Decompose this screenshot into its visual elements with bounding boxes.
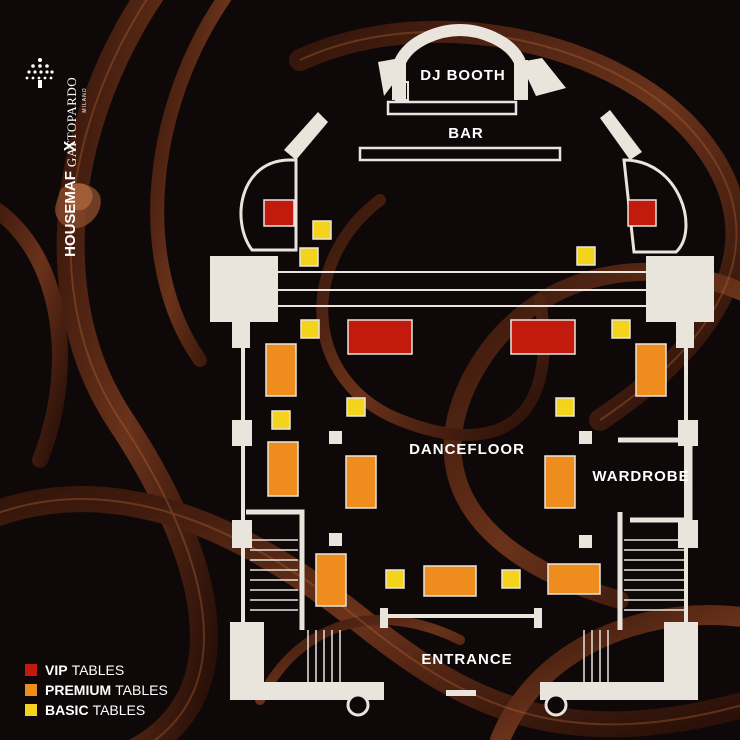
standing-spot [579, 535, 592, 548]
premium-swatch [25, 684, 37, 696]
premium-table[interactable] [423, 565, 477, 597]
premium-table[interactable] [265, 343, 297, 397]
premium-table[interactable] [547, 563, 601, 595]
standing-spot [329, 431, 342, 444]
legend-item-vip: VIP TABLES [25, 660, 168, 680]
venue-structure [210, 23, 714, 717]
premium-table[interactable] [544, 455, 576, 509]
premium-table[interactable] [267, 441, 299, 497]
vip-table[interactable] [627, 199, 657, 227]
standing-spot [329, 533, 342, 546]
legend-suffix: TABLES [71, 662, 125, 678]
standing-spots [329, 431, 592, 548]
basic-table[interactable] [299, 247, 319, 267]
vip-table[interactable] [263, 199, 295, 227]
dj-booth-label: DJ BOOTH [420, 67, 506, 84]
legend-item-premium: PREMIUM TABLES [25, 680, 168, 700]
legend: VIP TABLES PREMIUM TABLES BASIC TABLES [25, 660, 168, 720]
legend-kind: BASIC [45, 702, 89, 718]
premium-table[interactable] [315, 553, 347, 607]
standing-spot [579, 431, 592, 444]
entrance-label: ENTRANCE [421, 651, 512, 668]
brush-splash-icon [55, 183, 101, 229]
housemaf-wordmark: HOUSEMAF [62, 171, 79, 257]
wardrobe-label: WARDROBE [592, 468, 689, 485]
basic-table[interactable] [385, 569, 405, 589]
basic-table[interactable] [312, 220, 332, 240]
basic-table[interactable] [501, 569, 521, 589]
legend-item-basic: BASIC TABLES [25, 700, 168, 720]
basic-table[interactable] [576, 246, 596, 266]
milano-wordmark: MILANO [82, 87, 88, 112]
bar-label: BAR [448, 125, 484, 142]
collab-x: X [62, 140, 79, 151]
gattopardo-chandelier-icon [25, 58, 54, 88]
branding: GATTOPARDO MILANO X HOUSEMAF [25, 58, 101, 257]
dancefloor-label: DANCEFLOOR [409, 441, 525, 458]
basic-table[interactable] [555, 397, 575, 417]
premium-table[interactable] [345, 455, 377, 509]
basic-swatch [25, 704, 37, 716]
basic-table[interactable] [611, 319, 631, 339]
legend-kind: VIP [45, 662, 68, 678]
legend-suffix: TABLES [115, 682, 168, 698]
vip-table[interactable] [347, 319, 413, 355]
vip-table[interactable] [510, 319, 576, 355]
basic-tables [271, 220, 631, 589]
premium-table[interactable] [635, 343, 667, 397]
basic-table[interactable] [346, 397, 366, 417]
vip-tables [263, 199, 657, 355]
legend-suffix: TABLES [92, 702, 146, 718]
basic-table[interactable] [271, 410, 291, 430]
basic-table[interactable] [300, 319, 320, 339]
premium-tables [265, 343, 667, 607]
legend-kind: PREMIUM [45, 682, 112, 698]
gattopardo-wordmark: GATTOPARDO [64, 77, 79, 167]
vip-swatch [25, 664, 37, 676]
